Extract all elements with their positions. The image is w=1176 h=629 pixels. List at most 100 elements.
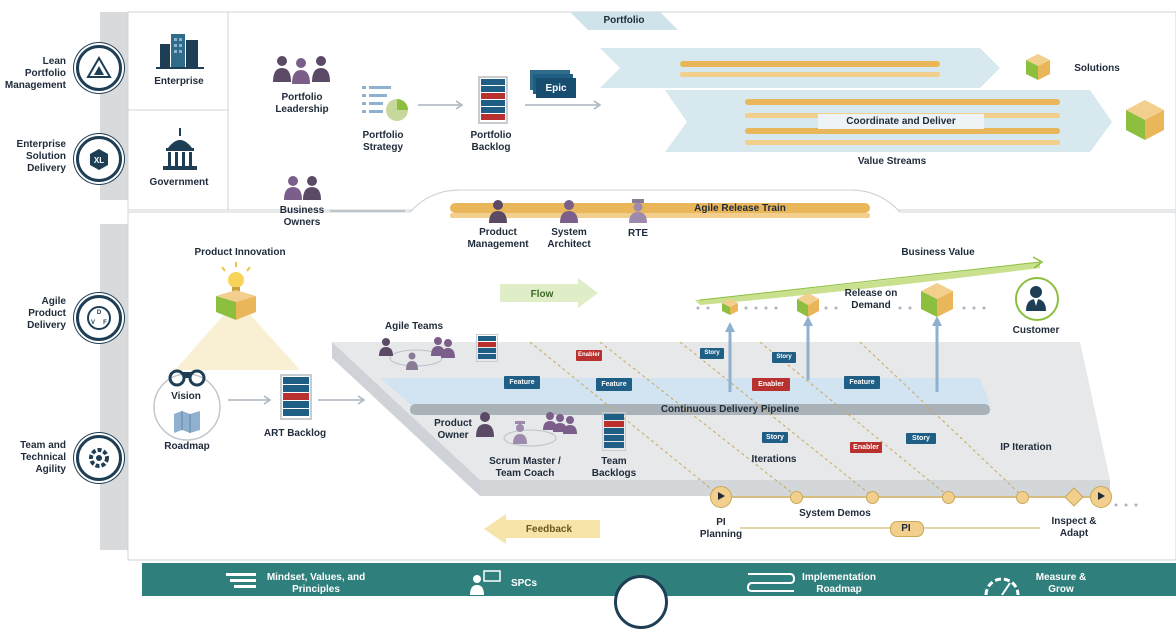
epic-label: Epic [545,83,567,94]
enterprise-label: Enterprise [154,76,204,87]
portfolio-strategy-label: Portfolio Strategy [362,130,404,153]
agile-teams-backlog-icon[interactable] [476,334,498,362]
iteration-marker [942,491,955,504]
product-innovation-label: Product Innovation [194,247,286,258]
enterprise-solution-delivery-icon[interactable]: XL [76,136,122,182]
mindset-icon [226,573,256,588]
customer-label: Customer [1012,325,1060,336]
cd-pipeline-label: Continuous Delivery Pipeline [660,404,800,415]
portfolio-leadership-label: Portfolio Leadership [275,92,329,115]
product-owner-label: Product Owner [434,418,472,441]
team-backlogs-label: Team Backlogs [591,456,637,479]
team-backlogs-icon[interactable] [602,412,626,451]
value-streams-label: Value Streams [857,156,927,167]
product-owner-icon [476,412,494,437]
footer-implementation[interactable]: Implementation Roadmap [802,572,876,595]
business-owners-people-icon [284,176,321,200]
footer-measure[interactable]: Measure & Grow [1035,572,1087,595]
rte-label: RTE [628,228,648,239]
release-cube-small-icon [722,299,738,315]
footer-bar: Mindset, Values, and Principles SPCs Imp… [142,563,1176,629]
center-emblem [614,575,668,629]
portfolio-banner: Portfolio [603,15,645,26]
lean-portfolio-management-icon[interactable] [76,45,122,91]
footer-mindset[interactable]: Mindset, Values, and Principles [266,572,366,595]
flow-label: Flow [530,289,554,300]
feedback-label: Feedback [525,524,573,535]
system-architect-label: System Architect [547,227,591,250]
epic-cards-icon [530,70,576,98]
iteration-marker [790,491,803,504]
level-lean-portfolio: Lean Portfolio Management [4,56,66,91]
iteration-marker [1016,491,1029,504]
roadmap-label: Roadmap [164,441,210,452]
agile-teams-people-icon [379,337,455,370]
portfolio-leadership-people-icon [273,56,330,84]
roadmap-map-icon [174,411,200,433]
enterprise-building-icon [156,34,204,69]
release-cube-medium-icon [797,293,819,317]
release-on-demand-label: Release on Demand [844,288,898,311]
coordinate-deliver-box [818,114,984,129]
business-owners-label: Business Owners [279,205,325,228]
framework-background [100,11,1176,561]
government-building-icon [163,128,197,170]
rte-icon [629,199,647,223]
pi-planning-label: PI Planning [699,517,743,540]
art-backlog-icon[interactable] [280,374,312,420]
system-architect-icon [560,200,578,223]
vision-binoculars-icon [168,369,206,387]
iteration-marker [866,491,879,504]
agile-release-train-label: Agile Release Train [694,203,786,214]
team-technical-agility-icon[interactable] [76,435,122,481]
level-enterprise-solution: Enterprise Solution Delivery [16,139,66,174]
iterations-label: Iterations [751,454,797,465]
product-management-label: Product Management [467,227,529,250]
business-value-label: Business Value [901,247,975,258]
svg-text:D: D [97,310,102,316]
enabler-tag: Enabler [576,350,602,361]
release-cube-large-icon [921,283,953,317]
vision-label: Vision [171,391,201,402]
pi-label: PI [901,523,911,534]
svg-text:F: F [103,320,107,326]
feature-tag: Feature [504,376,540,389]
inspect-adapt-label: Inspect & Adapt [1051,516,1097,539]
enabler-tag: Enabler [752,378,790,391]
footer-spcs[interactable]: SPCs [510,578,538,589]
scrum-master-label: Scrum Master / Team Coach [489,456,561,479]
portfolio-backlog-icon[interactable] [478,76,508,124]
pi-pill [890,521,924,537]
solutions-label: Solutions [1074,63,1120,74]
coordinate-deliver-label: Coordinate and Deliver [846,116,956,127]
story-tag: Story [906,433,936,444]
customer-person-icon [1026,286,1046,311]
solutions-cube-icon [1026,54,1050,80]
art-backlog-label: ART Backlog [263,428,327,439]
value-stream-cube-icon [1126,100,1164,140]
implementation-roadmap-icon [746,573,796,592]
svg-text:XL: XL [94,156,104,165]
system-demos-label: System Demos [799,508,871,519]
inspect-adapt-diamond-icon [1064,487,1084,507]
spcs-icon [470,570,501,595]
portfolio-backlog-label: Portfolio Backlog [470,130,512,153]
scrum-master-team-icon [503,412,577,447]
product-management-icon [489,200,507,223]
government-label: Government [149,177,209,188]
story-tag: Story [700,348,724,359]
feature-tag: Feature [844,376,880,389]
level-team-technical: Team and Technical Agility [20,440,66,475]
story-tag: Story [772,352,796,363]
portfolio-strategy-icon [362,86,408,121]
feature-tag: Feature [596,378,632,391]
measure-grow-icon [984,577,1020,596]
story-tag: Story [762,432,788,443]
play-icon [718,492,725,500]
svg-text:V: V [91,320,95,326]
enabler-tag: Enabler [850,442,882,453]
ip-iteration-label: IP Iteration [1000,442,1052,453]
play-icon [1098,492,1105,500]
agile-teams-label: Agile Teams [384,321,444,332]
